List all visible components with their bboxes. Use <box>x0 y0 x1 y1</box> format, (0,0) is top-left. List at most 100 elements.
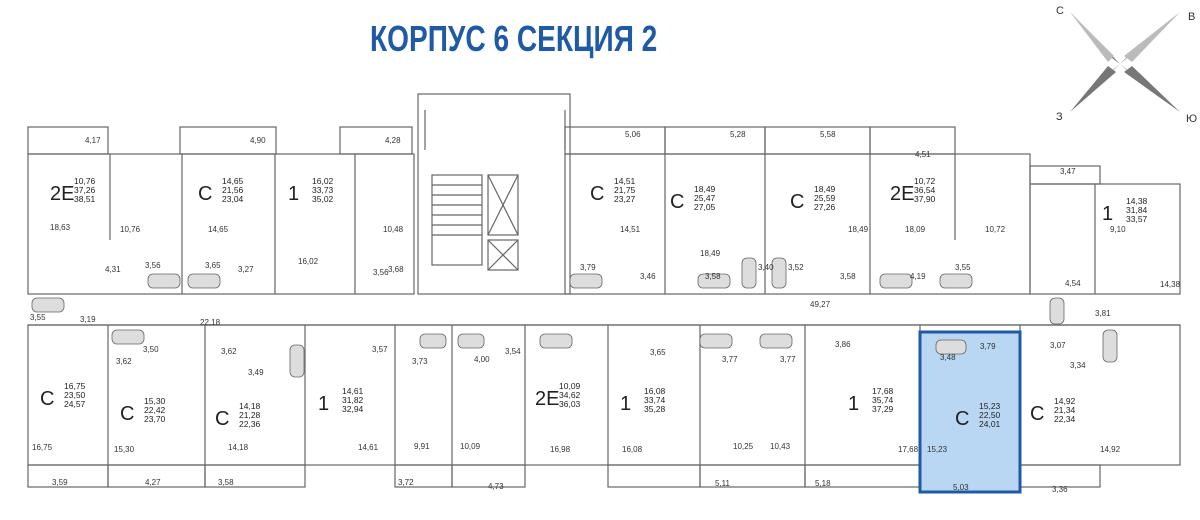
apartment-type: С <box>198 183 212 205</box>
apartment-area-1: 17,68 <box>872 386 894 396</box>
apartment-type: С <box>215 408 229 430</box>
page-title: КОРПУС 6 СЕКЦИЯ 2 <box>370 18 658 59</box>
area-label: 10,09 <box>460 442 481 451</box>
apartment-type: С <box>590 183 604 205</box>
apartment-area-2: 33,73 <box>312 185 334 195</box>
compass-north: С <box>1056 5 1064 17</box>
apartment-area-3: 24,57 <box>64 399 86 409</box>
apartment-area-2: 21,56 <box>222 185 244 195</box>
apartment-area-3: 37,90 <box>914 194 936 204</box>
highlighted-apartment[interactable] <box>918 330 1022 494</box>
area-label: 10,25 <box>733 442 754 451</box>
apartment-area-3: 23,04 <box>222 194 244 204</box>
area-label: 4,90 <box>250 136 266 145</box>
area-label: 18,09 <box>905 225 926 234</box>
area-label: 3,54 <box>505 347 521 356</box>
apartment-type: С <box>955 408 969 430</box>
area-label: 16,75 <box>32 443 53 452</box>
area-label: 14,51 <box>620 225 641 234</box>
area-label: 4,17 <box>85 136 101 145</box>
apartment-type: 1 <box>848 393 859 415</box>
apartment-area-3: 24,01 <box>979 419 1001 429</box>
area-label: 17,68 <box>898 445 919 454</box>
area-label: 16,08 <box>622 445 643 454</box>
apartment-area-1: 14,65 <box>222 176 244 186</box>
apartment-area-2: 21,28 <box>239 410 261 420</box>
area-label: 4,54 <box>1065 279 1081 288</box>
area-label: 18,49 <box>848 225 869 234</box>
apartment-area-2: 31,82 <box>342 395 364 405</box>
area-label: 3,58 <box>218 478 234 487</box>
area-label: 3,58 <box>705 272 721 281</box>
apartment-area-2: 35,74 <box>872 395 894 405</box>
apartment-area-2: 33,74 <box>644 395 666 405</box>
apartment-area-1: 15,30 <box>144 396 166 406</box>
area-label: 3,77 <box>722 355 738 364</box>
apartment-type: 1 <box>620 393 631 415</box>
area-label: 4,73 <box>488 482 504 491</box>
area-label: 3,19 <box>80 315 96 324</box>
apartment-type: 2Е <box>50 183 74 205</box>
area-label: 3,86 <box>835 340 851 349</box>
apartment-area-2: 31,84 <box>1126 205 1148 215</box>
apartment-type: 2Е <box>535 388 559 410</box>
compass-east: В <box>1188 11 1195 23</box>
area-label: 9,91 <box>414 442 430 451</box>
apartment-type: 2Е <box>890 183 914 205</box>
apartment-area-3: 38,51 <box>74 194 96 204</box>
compass-west: З <box>1056 111 1063 123</box>
area-label: 14,92 <box>1100 445 1121 454</box>
area-label: 3,47 <box>1060 167 1076 176</box>
apartment-area-2: 21,75 <box>614 185 636 195</box>
area-label: 18,49 <box>700 249 721 258</box>
area-label: 49,27 <box>810 300 831 309</box>
area-label: 3,48 <box>940 353 956 362</box>
apartment-type: 1 <box>318 393 329 415</box>
apartment-area-3: 23,70 <box>144 414 166 424</box>
area-label: 3,68 <box>388 265 404 274</box>
apartment-area-1: 16,02 <box>312 176 334 186</box>
area-label: 3,07 <box>1050 341 1066 350</box>
apartment-area-1: 18,49 <box>694 184 716 194</box>
area-label: 3,49 <box>248 368 264 377</box>
area-label: 5,18 <box>815 479 831 488</box>
area-label: 4,19 <box>910 272 926 281</box>
apartment-area-3: 27,26 <box>814 202 836 212</box>
area-label: 3,27 <box>238 265 254 274</box>
bathtubs <box>31 257 1118 378</box>
apartment-area-3: 22,34 <box>1054 414 1076 424</box>
area-label: 3,46 <box>640 272 656 281</box>
area-label: 3,52 <box>788 263 804 272</box>
area-label: 14,18 <box>228 443 249 452</box>
apartment-area-1: 10,09 <box>559 381 581 391</box>
apartment-area-1: 14,92 <box>1054 396 1076 406</box>
area-label: 4,27 <box>145 478 161 487</box>
area-label: 15,23 <box>927 445 948 454</box>
area-label: 3,57 <box>372 345 388 354</box>
area-label: 3,73 <box>412 357 428 366</box>
area-label: 14,61 <box>358 443 379 452</box>
area-label: 14,38 <box>1160 280 1181 289</box>
area-label: 3,79 <box>980 342 996 351</box>
area-label: 5,11 <box>715 479 731 488</box>
apartment-area-3: 35,28 <box>644 404 666 414</box>
area-label: 16,02 <box>298 257 319 266</box>
